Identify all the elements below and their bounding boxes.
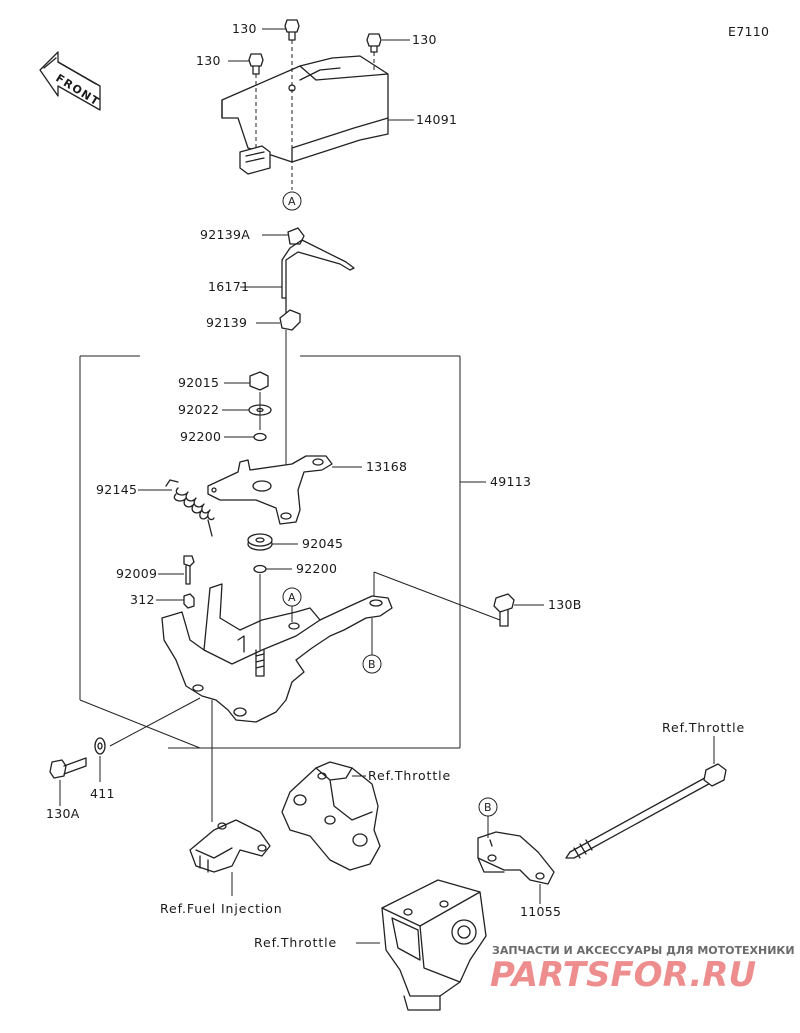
- ref-throttle-bottom: Ref.Throttle: [254, 935, 337, 950]
- label-130-top: 130: [232, 21, 257, 36]
- nut-312: [183, 593, 195, 609]
- front-arrow-icon: FRONT: [39, 51, 102, 111]
- label-130-left: 130: [196, 53, 221, 68]
- watermark-tagline: ЗАПЧАСТИ И АКСЕССУАРЫ ДЛЯ МОТОТЕХНИКИ: [492, 944, 795, 957]
- ref-throttle-mid: Ref.Throttle: [368, 768, 451, 783]
- bolt-130B: [493, 593, 515, 627]
- grommet-92045: [247, 533, 273, 551]
- svg-text:A: A: [288, 591, 296, 604]
- svg-text:B: B: [484, 801, 492, 814]
- throttle-body-mid: [281, 761, 381, 871]
- washer-411: [94, 737, 106, 755]
- bracket-49113: [161, 583, 393, 723]
- label-16171: 16171: [208, 279, 249, 294]
- bolt-130A: [49, 757, 87, 779]
- svg-text:A: A: [288, 195, 296, 208]
- label-130A: 130A: [46, 806, 80, 821]
- label-92045: 92045: [302, 536, 343, 551]
- label-92015: 92015: [178, 375, 219, 390]
- bolt-130-left: [248, 53, 264, 75]
- spring-92145: [165, 479, 215, 537]
- ref-throttle-top: Ref.Throttle: [662, 720, 745, 735]
- label-92145: 92145: [96, 482, 137, 497]
- sensor-fuel-injection: [189, 819, 271, 873]
- label-92022: 92022: [178, 402, 219, 417]
- marker-b-mid: B: [362, 654, 382, 674]
- label-312: 312: [130, 592, 155, 607]
- clip-92139: [279, 309, 301, 331]
- clip-92139A: [287, 227, 305, 245]
- diagram-code: E7110: [728, 24, 769, 39]
- label-92200-top: 92200: [180, 429, 221, 444]
- screw-92009: [183, 555, 195, 585]
- washer-92200-bottom: [253, 564, 267, 574]
- throttle-body-bottom: [381, 879, 487, 1011]
- bolt-130-top: [284, 19, 300, 41]
- label-49113: 49113: [490, 474, 531, 489]
- svg-text:B: B: [368, 658, 376, 671]
- label-11055: 11055: [520, 904, 561, 919]
- ref-fuel-injection: Ref.Fuel Injection: [160, 901, 283, 916]
- nut-92015: [249, 371, 269, 391]
- washer-92200-top: [253, 432, 267, 442]
- label-92139: 92139: [206, 315, 247, 330]
- bracket-11055: [477, 831, 555, 885]
- label-130B: 130B: [548, 597, 582, 612]
- label-130-right: 130: [412, 32, 437, 47]
- label-411: 411: [90, 786, 115, 801]
- lever-13168: [207, 455, 333, 525]
- label-14091: 14091: [416, 112, 457, 127]
- label-92009: 92009: [116, 566, 157, 581]
- marker-a-mid: A: [282, 587, 302, 607]
- marker-b-right: B: [478, 797, 498, 817]
- label-92200-bottom: 92200: [296, 561, 337, 576]
- bolt-130-right: [366, 33, 382, 53]
- label-92139A: 92139A: [200, 227, 250, 242]
- marker-a-top: A: [282, 191, 302, 211]
- rod-16171: [281, 239, 355, 319]
- cover-14091: [221, 55, 389, 175]
- label-13168: 13168: [366, 459, 407, 474]
- throttle-rod: [565, 763, 727, 859]
- watermark-logo: PARTSFOR.RU: [490, 955, 756, 995]
